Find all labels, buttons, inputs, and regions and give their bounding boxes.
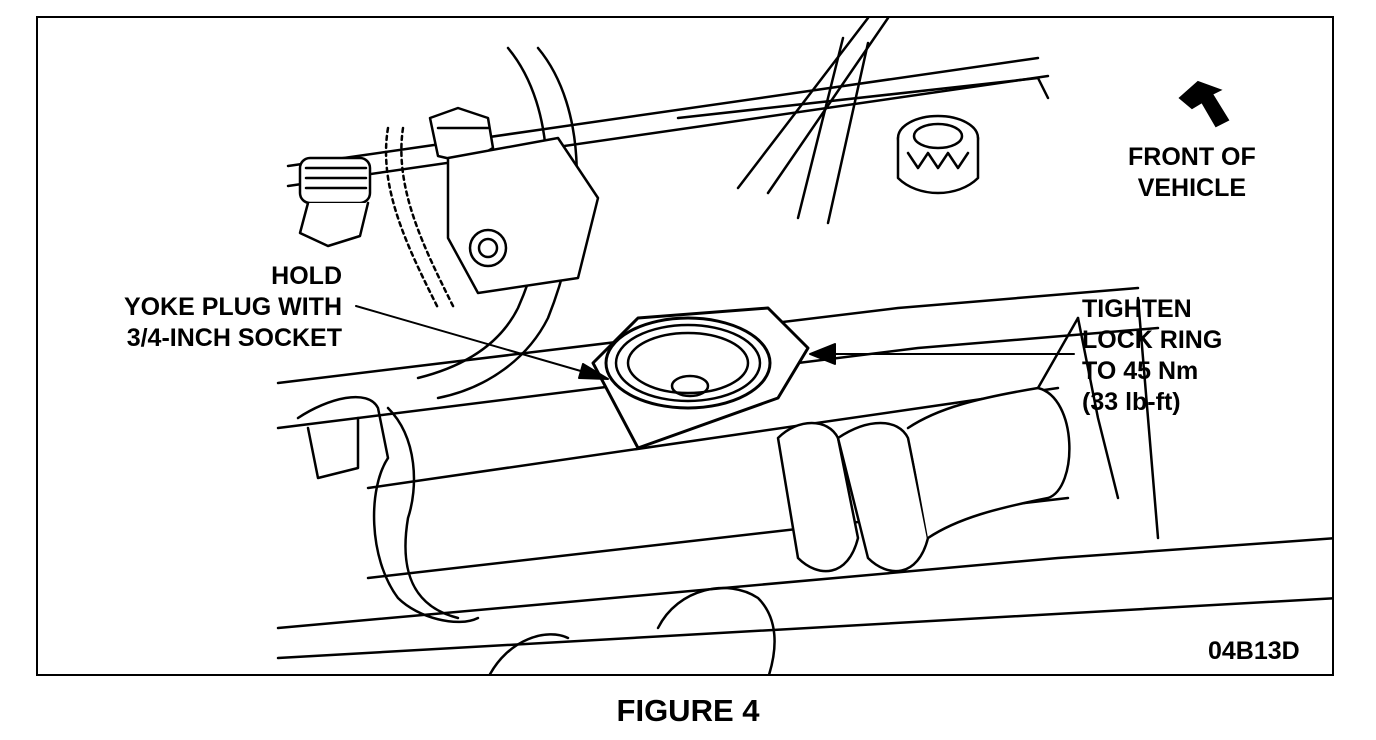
hold-yoke-plug-label: HOLD YOKE PLUG WITH 3/4-INCH SOCKET	[124, 261, 342, 354]
hose-upper-inner	[436, 46, 579, 400]
tighten-line-2: LOCK RING	[1082, 326, 1223, 354]
left-fitting	[298, 156, 372, 248]
figure-caption: FIGURE 4	[616, 693, 760, 728]
upper-bolt	[428, 106, 495, 165]
crossmember-lower	[276, 537, 1332, 660]
front-arrow-icon	[1178, 80, 1230, 128]
lower-bracket	[656, 586, 776, 674]
diagonal-brace	[736, 18, 890, 195]
steering-gear-illustration	[276, 18, 1332, 674]
leader-tighten	[809, 343, 1075, 365]
tighten-line-3: TO 45 Nm	[1082, 357, 1199, 385]
front-of-vehicle-label: FRONT OF VEHICLE	[1128, 142, 1256, 204]
gear-housing-mid	[276, 326, 1160, 430]
front-line-2: VEHICLE	[1137, 174, 1247, 202]
frame-rail-upper	[286, 56, 1050, 188]
front-line-1: FRONT OF	[1128, 143, 1256, 171]
tighten-line-4: (33 lb-ft)	[1082, 388, 1181, 416]
bellows-boot	[776, 386, 1071, 573]
tighten-lock-ring-label: TIGHTEN LOCK RING TO 45 Nm (33 lb-ft)	[1082, 294, 1222, 418]
column-shaft	[796, 36, 870, 225]
frame-rail-mid	[676, 76, 1050, 120]
figure-frame: FRONT OF VEHICLE HOLD YOKE PLUG WITH 3/4…	[36, 16, 1334, 676]
figure-code: 04B13D	[1208, 637, 1300, 665]
gear-housing-top	[276, 286, 1140, 385]
hold-line-2: YOKE PLUG WITH	[123, 293, 342, 321]
hold-line-3: 3/4-INCH SOCKET	[126, 324, 342, 352]
leader-hold	[355, 305, 609, 380]
lock-ring-assembly	[591, 306, 810, 450]
right-mount	[896, 114, 980, 195]
wire-harness	[384, 126, 456, 310]
valve-block	[446, 136, 600, 295]
tighten-line-1: TIGHTEN	[1082, 295, 1192, 323]
rack-clamp-left	[296, 395, 480, 624]
hold-line-1: HOLD	[271, 262, 342, 290]
